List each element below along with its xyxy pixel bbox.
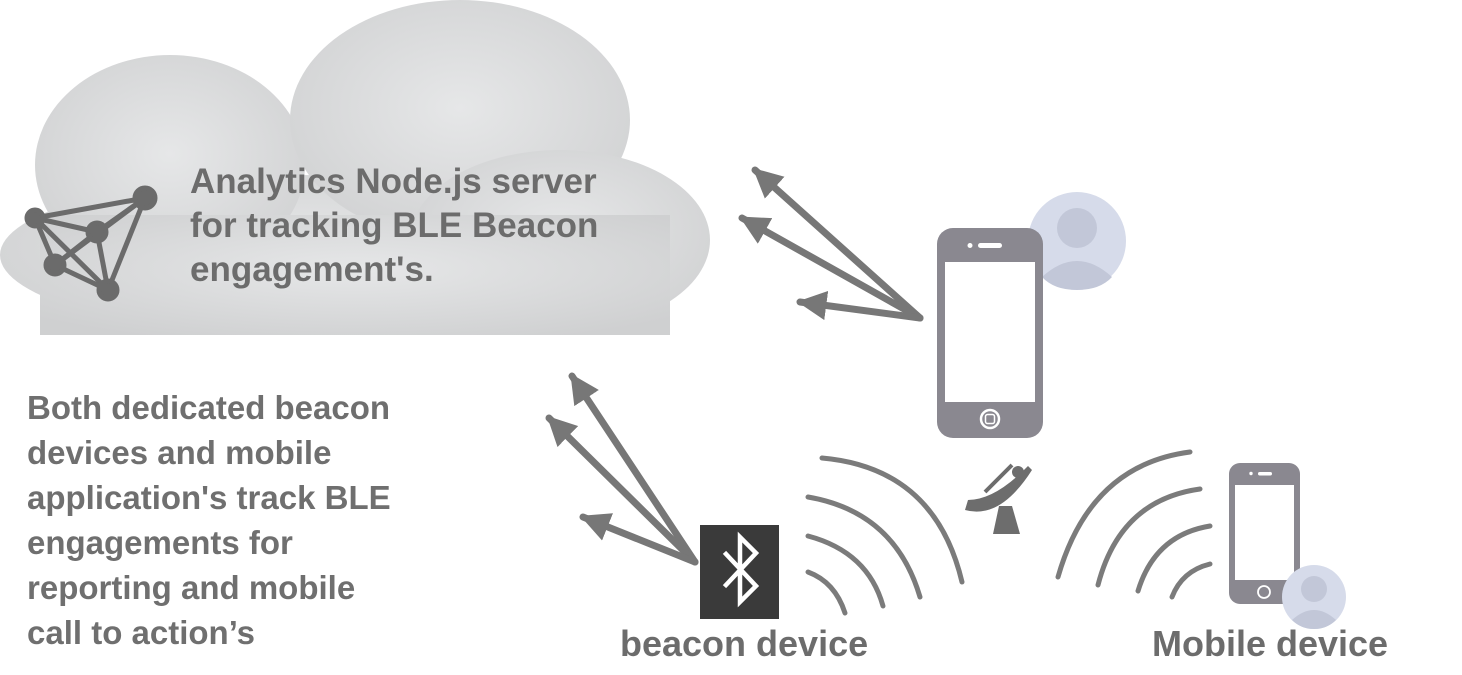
beacon-to-cloud-arrows [545,372,699,566]
arrow-icon [568,372,699,566]
arrow-icon [738,214,924,322]
cloud-text-line: Analytics Node.js server [190,162,597,201]
description-line: application's track BLE [27,479,391,516]
cloud-server-shape [0,0,710,335]
smartphone-icon [937,228,1043,438]
description-line: call to action’s [27,614,256,651]
user-avatar-icon [1282,565,1346,629]
cloud-text-line: engagement's. [190,250,434,289]
mobile-device-label: Mobile device [1152,623,1389,664]
description-line: reporting and mobile [27,569,356,606]
description-line: Both dedicated beacon [27,389,391,426]
beacon-device-label: beacon device [620,623,869,664]
cloud-text-line: for tracking BLE Beacon [190,206,599,245]
signal-waves-icon [805,455,965,616]
network-graph-icon [24,185,158,302]
phone-to-cloud-arrows [738,166,924,322]
description-line: devices and mobile [27,434,332,471]
description-line: engagements for [27,524,293,561]
signal-waves-icon [1055,449,1213,600]
cloud-server-text: Analytics Node.js server for tracking BL… [190,160,660,292]
user-avatar-icon [1028,192,1126,290]
satellite-dish-icon [965,463,1032,534]
bluetooth-icon [700,525,779,619]
arrow-icon [796,290,924,322]
arrow-icon [545,414,699,566]
smartphone-icon [1229,463,1300,604]
arrow-icon [579,513,699,566]
arrow-icon [751,166,924,322]
description-text: Both dedicated beacon devices and mobile… [27,385,467,655]
